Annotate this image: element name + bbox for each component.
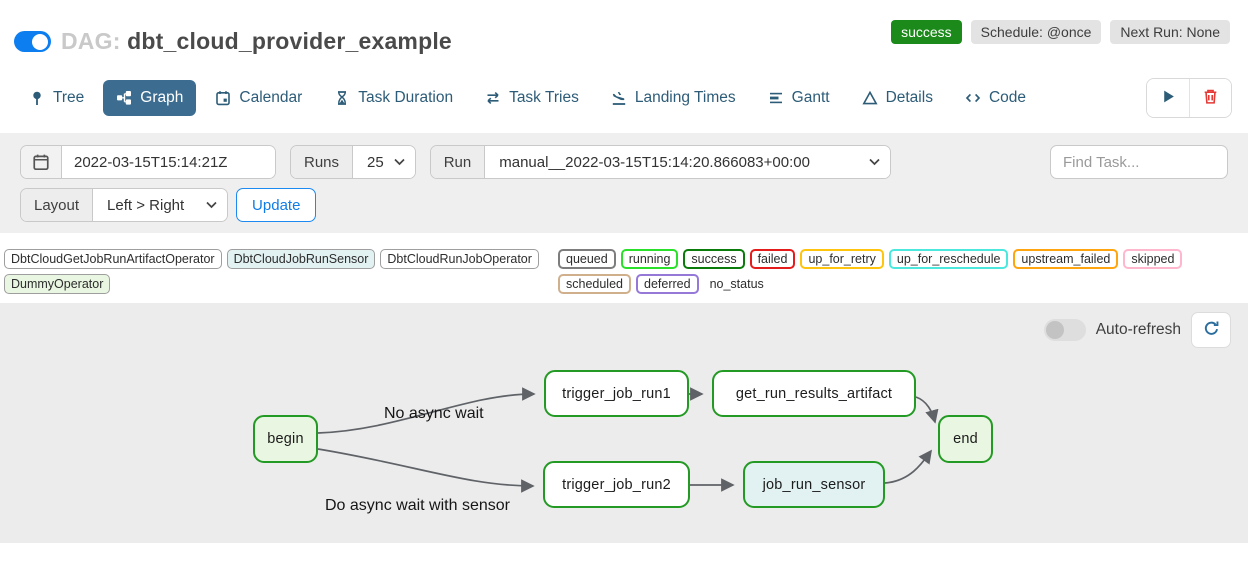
triangle-icon — [862, 90, 878, 106]
dag-name: dbt_cloud_provider_example — [127, 28, 452, 54]
edge-label-no-async-wait: No async wait — [384, 405, 484, 422]
task-node-trigger-job-run2[interactable]: trigger_job_run2 — [543, 461, 690, 508]
task-node-trigger-job-run1[interactable]: trigger_job_run1 — [544, 370, 689, 417]
status-legend-up_for_retry: up_for_retry — [800, 249, 884, 269]
play-icon — [1161, 89, 1176, 107]
tab-label: Calendar — [239, 89, 303, 106]
tab-tree[interactable]: Tree — [16, 80, 97, 116]
run-select[interactable]: manual__2022-03-15T15:14:20.866083+00:00 — [485, 146, 891, 178]
status-legend-up_for_reschedule: up_for_reschedule — [888, 249, 1009, 269]
run-selected-value: manual__2022-03-15T15:14:20.866083+00:00 — [499, 153, 810, 171]
run-group: Run manual__2022-03-15T15:14:20.866083+0… — [429, 145, 892, 179]
tab-code[interactable]: Code — [952, 80, 1039, 116]
runs-selected-value: 25 — [367, 153, 384, 171]
delete-dag-button[interactable] — [1189, 79, 1231, 117]
schedule-badge: Schedule: @once — [970, 20, 1102, 44]
operator-badge: DummyOperator — [4, 274, 111, 294]
operator-badge: DbtCloudRunJobOperator — [380, 249, 539, 269]
runs-select[interactable]: 25 — [353, 146, 415, 178]
layout-selected-value: Left > Right — [107, 196, 185, 214]
task-node-begin[interactable]: begin — [253, 415, 318, 463]
update-button[interactable]: Update — [236, 188, 317, 222]
refresh-icon — [1203, 320, 1220, 340]
filter-bar: Runs 25 Run manual__2022-03-15T15:14:20.… — [0, 133, 1248, 233]
next-run-badge: Next Run: None — [1110, 20, 1230, 44]
view-tabbar: Tree Graph Calendar Task Duration Task T… — [0, 72, 1248, 128]
toggle-knob — [32, 33, 48, 50]
auto-refresh-toggle[interactable] — [1043, 319, 1086, 341]
tab-task-duration[interactable]: Task Duration — [321, 80, 466, 116]
tab-label: Task Duration — [358, 89, 454, 106]
pin-icon — [29, 90, 45, 106]
calendar-addon-icon — [21, 146, 62, 178]
calendar-icon — [215, 90, 231, 106]
gantt-bars-icon — [768, 90, 784, 106]
operator-badge: DbtCloudGetJobRunArtifactOperator — [4, 249, 222, 269]
status-legend-running: running — [620, 249, 679, 269]
tab-graph[interactable]: Graph — [103, 80, 197, 116]
graph-panel: begin trigger_job_run1 get_run_results_a… — [0, 303, 1248, 543]
status-legend-success: success — [683, 249, 745, 269]
tab-label: Gantt — [791, 89, 830, 106]
tab-calendar[interactable]: Calendar — [202, 80, 315, 116]
tab-label: Task Tries — [509, 89, 579, 106]
edge-label-do-async-wait: Do async wait with sensor — [325, 497, 510, 514]
status-legend-scheduled: scheduled — [558, 274, 631, 294]
operator-badge: DbtCloudJobRunSensor — [226, 249, 376, 269]
base-date-group — [20, 145, 276, 179]
layout-label: Layout — [21, 189, 94, 221]
toggle-knob — [1045, 321, 1064, 339]
graph-controls: Auto-refresh — [1043, 312, 1231, 348]
tab-label: Details — [885, 89, 933, 106]
tab-details[interactable]: Details — [849, 80, 946, 116]
base-date-input[interactable] — [62, 146, 275, 178]
layout-select[interactable]: Left > Right — [93, 189, 228, 221]
hourglass-icon — [334, 90, 350, 106]
task-node-end[interactable]: end — [938, 415, 993, 463]
runs-group: Runs 25 — [290, 145, 416, 179]
dag-actions — [1146, 78, 1232, 118]
layout-group: Layout Left > Right — [20, 188, 229, 222]
status-legend-no_status: no_status — [709, 277, 764, 291]
status-legend-failed: failed — [749, 249, 796, 269]
dag-pause-toggle[interactable] — [14, 31, 51, 52]
dag-edges — [317, 387, 939, 493]
dag-status-badge: success — [891, 20, 962, 44]
page-title: DAG: dbt_cloud_provider_example — [61, 28, 452, 55]
trash-icon — [1202, 88, 1219, 108]
tab-label: Graph — [140, 89, 184, 106]
retry-arrows-icon — [485, 90, 501, 106]
auto-refresh-label: Auto-refresh — [1095, 321, 1181, 338]
chevron-down-icon — [394, 158, 405, 166]
status-legend-upstream_failed: upstream_failed — [1013, 249, 1119, 269]
tab-label: Tree — [53, 89, 85, 106]
tab-label: Code — [988, 89, 1027, 106]
status-legend-skipped: skipped — [1123, 249, 1183, 269]
chevron-down-icon — [206, 201, 217, 209]
task-node-get-run-results-artifact[interactable]: get_run_results_artifact — [712, 370, 916, 417]
tab-gantt[interactable]: Gantt — [755, 80, 843, 116]
trigger-dag-button[interactable] — [1147, 79, 1189, 117]
status-legend-queued: queued — [558, 249, 616, 269]
tab-task-tries[interactable]: Task Tries — [472, 80, 592, 116]
runs-label: Runs — [291, 146, 354, 178]
code-icon — [965, 90, 981, 106]
tab-landing-times[interactable]: Landing Times — [598, 80, 749, 116]
dag-prefix-label: DAG: — [61, 28, 121, 54]
status-legend-deferred: deferred — [636, 274, 699, 294]
chevron-down-icon — [869, 158, 880, 166]
refresh-button[interactable] — [1191, 312, 1231, 348]
tab-label: Landing Times — [634, 89, 736, 106]
header: DAG: dbt_cloud_provider_example success … — [0, 0, 1248, 72]
task-node-job-run-sensor[interactable]: job_run_sensor — [743, 461, 885, 508]
graph-icon — [116, 90, 132, 106]
plane-landing-icon — [611, 90, 627, 106]
find-task-input[interactable] — [1050, 145, 1228, 179]
run-label: Run — [430, 146, 486, 178]
